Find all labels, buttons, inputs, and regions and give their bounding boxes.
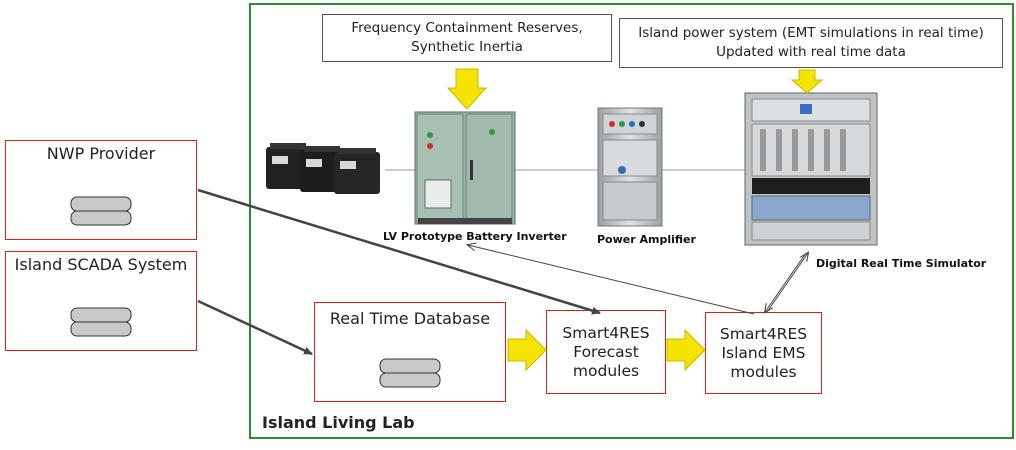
forecast-line-2: Forecast	[573, 342, 639, 361]
real-time-simulator-icon	[744, 92, 878, 246]
island-system-note-box: Island power system (EMT simulations in …	[619, 18, 1003, 68]
island-system-line-1: Island power system (EMT simulations in …	[638, 25, 984, 41]
nwp-provider-label: NWP Provider	[46, 144, 156, 163]
ems-modules-box: Smart4RES Island EMS modules	[705, 312, 822, 394]
island-living-lab-label: Island Living Lab	[262, 413, 415, 432]
real-time-database-label: Real Time Database	[329, 309, 491, 328]
inverter-caption: LV Prototype Battery Inverter	[383, 230, 567, 243]
forecast-modules-box: Smart4RES Forecast modules	[546, 310, 666, 394]
scada-system-box: Island SCADA System	[5, 251, 197, 351]
scada-system-label: Island SCADA System	[14, 255, 188, 274]
scada-to-rtdb-arrow	[197, 299, 313, 356]
simulator-to-ems-arrow	[765, 252, 807, 312]
ems-line-1: Smart4RES	[719, 324, 808, 343]
forecast-line-1: Smart4RES	[562, 323, 650, 342]
ems-to-inverter-arrow	[468, 245, 755, 315]
nwp-to-forecast-arrow	[197, 188, 601, 315]
forecast-to-ems-arrow	[666, 328, 706, 372]
battery-inverter-icon	[414, 111, 516, 225]
nwp-provider-box: NWP Provider	[5, 140, 197, 240]
nwp-database-icon	[70, 196, 132, 226]
forecast-line-3: modules	[572, 361, 640, 380]
rtdb-to-forecast-arrow	[507, 328, 547, 372]
simulator-caption: Digital Real Time Simulator	[816, 257, 987, 270]
services-line-2: Synthetic Inertia	[411, 39, 523, 55]
services-line-1: Frequency Containment Reserves,	[351, 20, 583, 36]
services-note-box: Frequency Containment Reserves, Syntheti…	[322, 14, 612, 62]
power-amplifier-icon	[597, 107, 663, 227]
battery-pack-icon	[266, 143, 380, 194]
amplifier-caption: Power Amplifier	[597, 233, 696, 246]
rtdb-database-icon	[379, 358, 441, 388]
ems-line-3: modules	[730, 362, 797, 381]
simulator-down-arrow	[790, 69, 824, 94]
scada-database-icon	[70, 307, 132, 337]
ems-to-simulator-arrow	[766, 253, 808, 313]
ems-line-2: Island EMS	[721, 343, 806, 362]
real-time-database-box: Real Time Database	[314, 302, 506, 402]
island-living-lab-frame	[249, 3, 1014, 439]
island-system-line-2: Updated with real time data	[716, 44, 906, 60]
services-down-arrow	[446, 68, 488, 110]
